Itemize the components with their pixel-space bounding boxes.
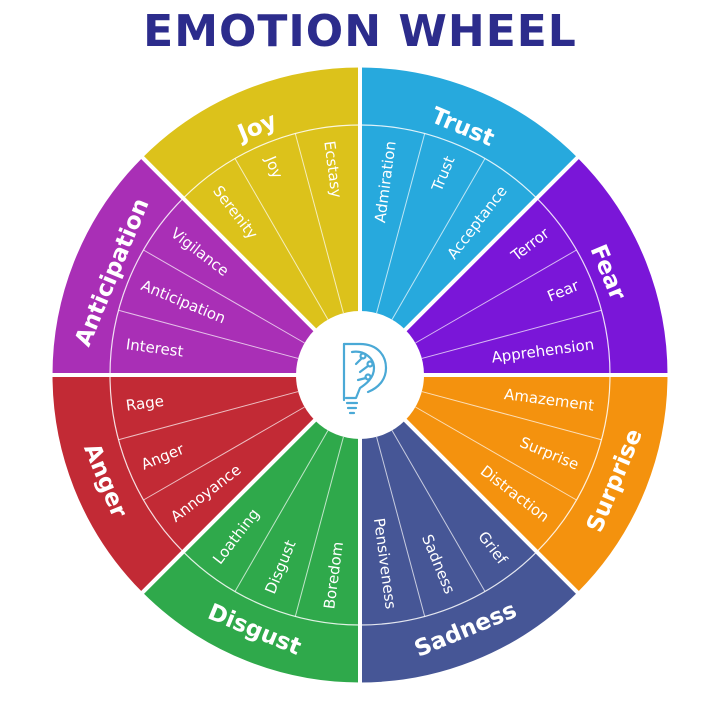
sub-divider xyxy=(421,309,602,359)
sub-divider xyxy=(376,133,426,314)
lightbulb-letter-p-logo-icon xyxy=(342,342,388,415)
sub-divider xyxy=(143,249,305,344)
sub-divider xyxy=(234,158,329,320)
segment-trust xyxy=(360,65,580,375)
sub-divider xyxy=(234,430,329,592)
segment-anger xyxy=(50,375,360,595)
segment-joy xyxy=(140,65,360,375)
segment-fear xyxy=(360,155,670,375)
wheel-center xyxy=(296,311,424,439)
wheel-dividers xyxy=(47,62,673,688)
emotion-label-rage: Rage xyxy=(125,392,165,415)
sub-divider xyxy=(294,436,344,617)
segment-sadness xyxy=(360,375,580,685)
sub-divider xyxy=(118,309,299,359)
center-circle xyxy=(296,311,424,439)
segment-disgust xyxy=(140,375,360,685)
sub-divider xyxy=(421,391,602,441)
sub-divider xyxy=(294,133,344,314)
segment-anticipation xyxy=(50,155,360,375)
segment-surprise xyxy=(360,375,670,595)
sub-divider xyxy=(391,158,486,320)
sub-divider xyxy=(143,406,305,501)
sub-divider xyxy=(415,406,577,501)
wheel-outline xyxy=(47,62,673,688)
sub-divider xyxy=(391,430,486,592)
wheel-segments xyxy=(50,65,670,685)
sub-divider xyxy=(118,391,299,441)
sub-divider xyxy=(415,249,577,344)
sub-divider xyxy=(376,436,426,617)
page-title: EMOTION WHEEL xyxy=(143,6,577,57)
